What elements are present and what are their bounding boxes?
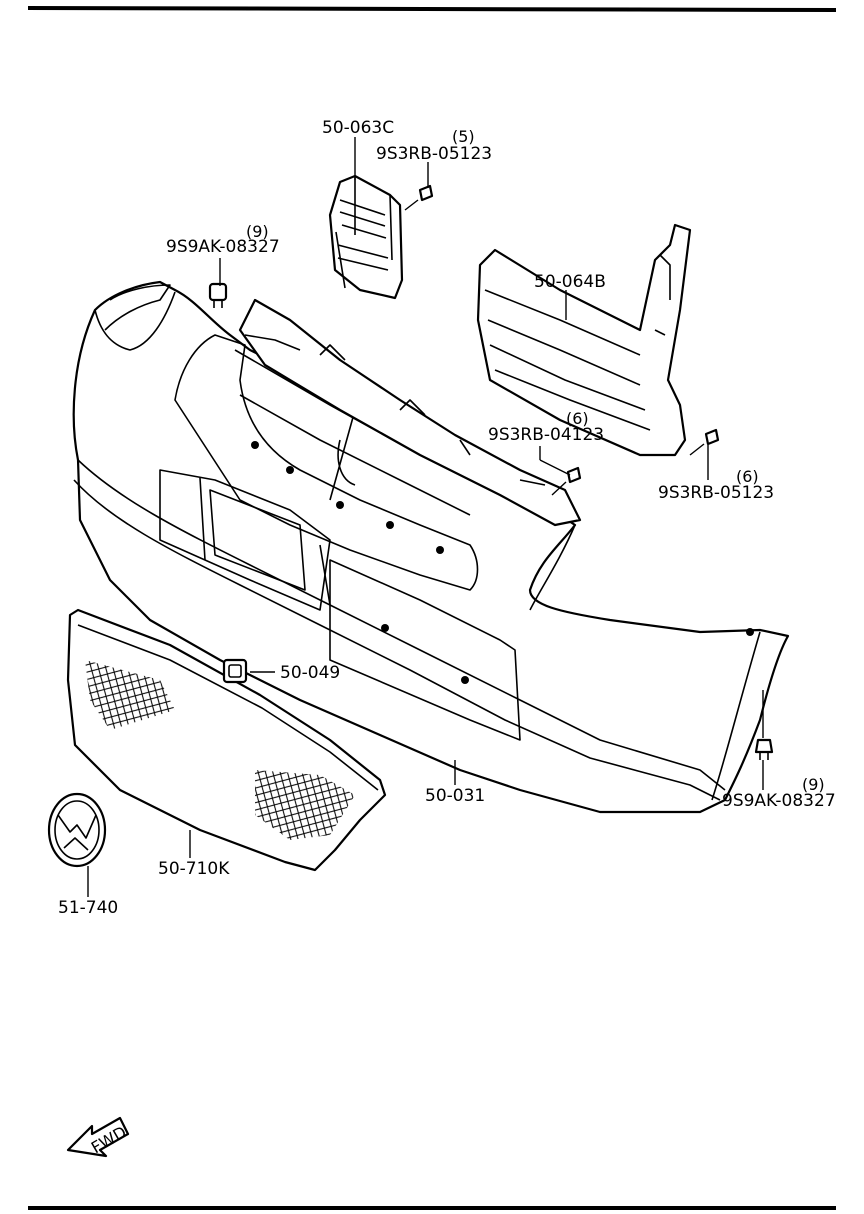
qty-screw-04123: (6) xyxy=(566,409,589,428)
label-9S3RB-04123: 9S3RB-04123 xyxy=(488,425,604,445)
label-50-063C: 50-063C xyxy=(322,118,394,138)
label-9S3RB-05123-right: 9S3RB-05123 xyxy=(658,483,774,503)
grille-50-710K-part xyxy=(66,608,387,872)
qty-clip-08327-left: (9) xyxy=(246,222,269,241)
qty-screw-05123-right: (6) xyxy=(736,467,759,486)
label-51-740: 51-740 xyxy=(58,898,118,918)
bracket-50-064B-part xyxy=(476,223,692,457)
emblem-51-740-part xyxy=(47,792,107,868)
label-50-031: 50-031 xyxy=(425,786,485,806)
qty-clip-08327-right: (9) xyxy=(802,775,825,794)
top-border xyxy=(27,6,837,12)
qty-screw-05123-top: (5) xyxy=(452,127,475,146)
fwd-arrow-icon: FWD xyxy=(66,1116,130,1157)
bracket-50-063C-part xyxy=(328,174,404,300)
label-50-064B: 50-064B xyxy=(534,272,606,292)
label-50-049: 50-049 xyxy=(280,663,340,683)
clip-50-049-part xyxy=(222,658,248,684)
label-9S9AK-08327-left: 9S9AK-08327 xyxy=(166,237,280,257)
label-9S9AK-08327-right: 9S9AK-08327 xyxy=(722,791,836,811)
leader-lines xyxy=(87,137,764,897)
label-50-710K: 50-710K xyxy=(158,859,230,879)
fasteners xyxy=(208,184,774,760)
label-9S3RB-05123-top: 9S3RB-05123 xyxy=(376,144,492,164)
bumper-cover-part xyxy=(72,280,790,814)
